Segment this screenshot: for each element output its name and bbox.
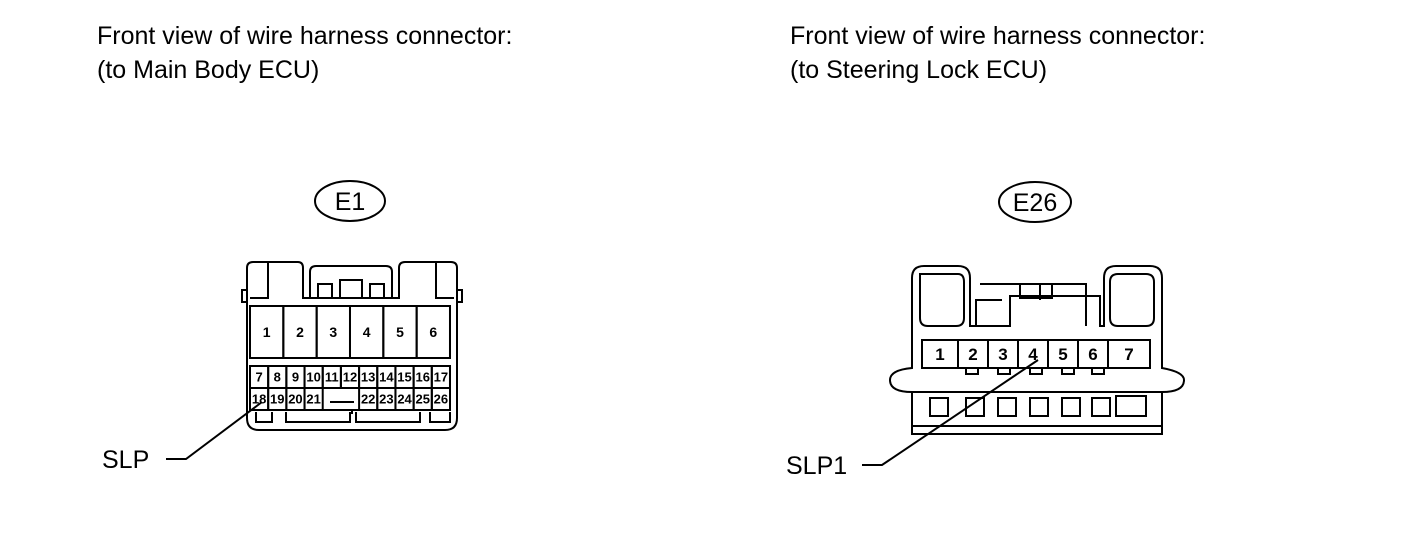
e1-pin-19-label: 19	[270, 392, 284, 407]
e1-pin-7-label: 7	[255, 370, 262, 385]
left-caption-line2: (to Main Body ECU)	[97, 56, 320, 84]
left-caption-line1: Front view of wire harness connector:	[97, 22, 513, 50]
e26-pin-7-label: 7	[1124, 345, 1133, 364]
e1-tag-oval	[314, 180, 386, 222]
e26-pin-5-label: 5	[1058, 345, 1067, 364]
e26-pin-6-label: 6	[1088, 345, 1097, 364]
e1-pin-24-label: 24	[397, 392, 412, 407]
e1-housing-outline	[246, 261, 458, 431]
e1-pin-21-cell	[303, 387, 324, 411]
e26-slot	[1029, 397, 1049, 417]
left-connector-caption: Front view of wire harness connector: (t…	[97, 19, 512, 87]
e1-pin-1-label: 1	[263, 324, 271, 340]
e1-pin-12-label: 12	[343, 370, 357, 385]
right-caption-line1: Front view of wire harness connector:	[790, 22, 1206, 50]
slp-leader-line	[166, 401, 263, 460]
e26-slot	[929, 397, 949, 417]
e26-slot	[965, 397, 985, 417]
slp1-callout-label: SLP1	[786, 452, 847, 480]
e26-slot	[1061, 397, 1081, 417]
e1-pin-9-label: 9	[292, 370, 299, 385]
e1-pin-6-label: 6	[429, 324, 437, 340]
e26-pin-2-label: 2	[968, 345, 977, 364]
e26-pin-3-label: 3	[998, 345, 1007, 364]
e1-pin-8-label: 8	[274, 370, 281, 385]
e26-connector-id: E26	[1013, 189, 1057, 217]
e26-connector: 1 2 3 4 5 6 7	[862, 181, 1186, 466]
e1-pin-20-label: 20	[288, 392, 302, 407]
e1-pin-11-label: 11	[325, 370, 339, 385]
e1-pin-22-label: 22	[361, 392, 375, 407]
e1-pin-14-label: 14	[379, 370, 394, 385]
e1-pin-15-label: 15	[397, 370, 411, 385]
e1-pin-18-label: 18	[252, 392, 266, 407]
e1-pin-5-label: 5	[396, 324, 404, 340]
e1-pin-13-label: 13	[361, 370, 375, 385]
e1-pin-21-label: 21	[306, 392, 320, 407]
e1-pin-2-label: 2	[296, 324, 304, 340]
right-connector-caption: Front view of wire harness connector: (t…	[790, 19, 1205, 87]
e1-connector-id: E1	[335, 188, 366, 216]
e1-pin-17-label: 17	[434, 370, 448, 385]
e1-pin-26-label: 26	[434, 392, 448, 407]
e26-pin-1-label: 1	[935, 345, 944, 364]
slp-callout-label: SLP	[102, 446, 149, 474]
e1-pin-6-cell	[415, 305, 451, 359]
e26-pin-7-cell	[1107, 339, 1151, 369]
e1-pin-10-label: 10	[306, 370, 320, 385]
e1-pin-26-cell	[430, 387, 452, 411]
e26-pin-4-label: 4	[1028, 345, 1038, 364]
e1-pin-16-label: 16	[415, 370, 429, 385]
e26-housing-outline	[888, 265, 1186, 393]
e26-slot	[997, 397, 1017, 417]
e26-tag-oval	[998, 181, 1072, 223]
e26-slot	[1091, 397, 1111, 417]
slp1-leader-line	[862, 359, 1039, 466]
right-caption-line2: (to Steering Lock ECU)	[790, 56, 1048, 84]
e1-pin-4-label: 4	[363, 324, 371, 340]
e1-pin-3-label: 3	[329, 324, 337, 340]
e1-pin-23-label: 23	[379, 392, 393, 407]
e1-pin-25-label: 25	[415, 392, 429, 407]
